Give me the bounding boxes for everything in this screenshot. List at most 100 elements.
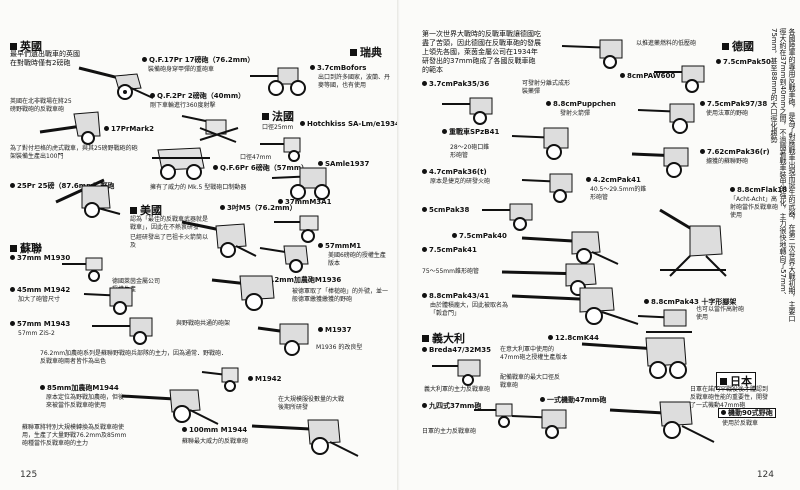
gun-illustration-m100 (250, 412, 360, 458)
italy-note: 在意大利軍中使用的47mm砲之授權生產版本 (500, 346, 568, 361)
label-m1942b: M1942 (248, 375, 281, 383)
gun-illustration-m3a1 (272, 210, 332, 244)
gun-illustration-qf6 (150, 140, 214, 182)
label-pak97: 7.5cmPak97/38 (700, 100, 767, 108)
ussr-end-note: 蘇聯軍將特別大規模轉換為反戰車砲使用，生產了大量野戰76.2mm及85mm砲種當… (22, 424, 127, 447)
note-m1942: 加大了砲管尺寸 (18, 296, 61, 303)
label-m1930: 37mm M1930 (10, 254, 70, 262)
side-text: 各國陸軍的專用反戰車砲，是為了對應戰車出現而誕生的武器，在第二次世界大戰初期，主… (770, 28, 796, 322)
label-25pr: 25Pr 25磅（87.6mm）野砲 (10, 182, 114, 190)
note-pak43b: 也可以當作高射砲使用 (696, 306, 745, 321)
gun-illustration-hotchkiss (258, 132, 314, 162)
note-samle: 口徑47mm (240, 154, 272, 161)
gun-illustration-mk2 (38, 106, 108, 146)
note-bofors: 出口到許多國家，波蘭、丹麥等國，也有使用 (318, 74, 391, 89)
section-header-usa: 美國 (130, 202, 162, 218)
gun-illustration-pak38 (480, 198, 544, 232)
gun-illustration-qf2 (180, 108, 240, 144)
label-pak38: 5cmPak38 (422, 206, 469, 214)
page-number-right: 124 (756, 470, 774, 480)
label-type1: 一式機動47mm砲 (540, 396, 606, 404)
section-header-italy: 義大利 (422, 330, 465, 346)
gun-illustration-pak50 (652, 60, 716, 94)
note-m100: 蘇聯最大威力的反戰車砲 (182, 438, 249, 445)
note-m1936: 被德軍取了「棒槌砲」的外號，並一般德軍繳獲繳獲的野砲 (292, 288, 389, 303)
label-m100: 100mm M1944 (182, 426, 247, 434)
left-page: 英國 最早們遺出戰車的英國在對戰時僅有2磅砲 Q.F.17Pr 17磅砲（76.… (10, 38, 400, 480)
section-header-germany: 德國 (722, 38, 754, 54)
label-mk2: 17PrMark2 (104, 125, 154, 133)
note-hotchkiss: 口徑25mm (262, 124, 294, 131)
label-qf2: Q.F.2Pr 2磅砲（40mm） (150, 92, 245, 100)
note-mk2-a: 英國在北非戰場在將25磅野戰砲的反戰車砲 (10, 98, 72, 113)
gun-illustration-m1 (258, 238, 318, 274)
label-m1944: 85mm加農砲M1944 (40, 384, 119, 392)
note-qf6: 擁有了威力的 Mk.5 型戰砲口制動器 (150, 184, 247, 191)
note-k44: 配備戰車的最大口徑反戰車砲 (500, 374, 561, 389)
label-m3a1: 37mmM3A1 (278, 198, 331, 206)
gun-illustration-spzb41 (510, 120, 580, 164)
note-pak36r: 擄獲的蘇聯野砲 (706, 158, 749, 165)
note-pak41b: 75～55mm錐形砲管 (422, 268, 479, 275)
gun-illustration-type1 (510, 404, 580, 440)
gun-illustration-25pr (52, 172, 122, 218)
label-pak43: 8.8cmPak43/41 (422, 292, 489, 300)
note-spzb41: 28～20砲口錐形砲管 (450, 144, 490, 159)
label-qf6: Q.F.6Pr 6磅砲（57mm） (213, 164, 308, 172)
germany-intro: 第一次世界大戰時的反戰車戰讓德國吃盡了苦頭，因此德國在反戰車砲的發展上領先各國，… (422, 30, 541, 74)
note-m1937: M1936 的改良型 (316, 344, 363, 351)
note-puppchen: 發射火箭彈 (560, 110, 591, 117)
section-header-sweden: 瑞典 (350, 44, 382, 60)
gun-illustration-flak18 (650, 190, 730, 280)
ww2-late-note: 在大規模服役數量的大戰後期所研發 (278, 396, 345, 411)
label-m1943: 57mm M1943 (10, 320, 70, 328)
label-puppchen: 8.8cmPuppchen (546, 100, 616, 108)
note-m1: 美國6磅砲的授權生產版本 (328, 252, 386, 267)
gun-illustration-m1943 (90, 312, 164, 346)
gun-illustration-m1944 (120, 380, 220, 426)
label-breda: Breda47/32M35 (422, 346, 491, 354)
note-m3a1: 已經研發出了巴祖卡火箭筒以及 (130, 234, 209, 249)
note-qf17: 裝備砲身穿甲彈的重砲車 (148, 66, 215, 73)
right-page: 第一次世界大戰時的反戰車戰讓德國吃盡了苦頭，因此德國在反戰車砲的發展上領先各國，… (400, 0, 800, 490)
page-number-left: 125 (20, 470, 38, 480)
label-pak41b: 7.5cmPak41 (422, 246, 477, 254)
gun-illustration-pak43 (510, 282, 640, 326)
gun-illustration-k44 (580, 330, 710, 380)
label-flak18: 8.8cmFlak18 (730, 186, 787, 194)
label-pak41: 4.2cmPak41 (586, 176, 641, 184)
gun-illustration-pak40 (520, 224, 620, 266)
label-hotchkiss: Hotchkiss SA-Lm/e1934 (300, 120, 400, 128)
gun-illustration-pak43b (636, 306, 696, 336)
section-header-uk: 英國 (10, 38, 42, 54)
label-pak36t: 4.7cmPak36(t) (422, 168, 487, 176)
note-paw600: 以推進藥燃料的低壓砲 (636, 40, 697, 47)
note-qf2: 剛下車輪進行360度射擊 (150, 102, 216, 109)
gun-illustration-qf17 (75, 58, 155, 100)
label-samle: SAmle1937 (318, 160, 369, 168)
label-paw600: 8cmPAW600 (620, 72, 675, 80)
note-flak18: 「Acht-Acht」高射砲當作反戰車砲使用 (730, 196, 779, 219)
note-usa-intro: 認為「最佳的反戰車武器就是戰車」，因此在不熱衷研發 (130, 216, 209, 231)
gun-illustration-m1936 (210, 266, 284, 314)
label-pak35: 3.7cmPak35/36 (422, 80, 489, 88)
label-pak50: 7.5cmPak50 (716, 58, 771, 66)
gun-illustration-bofors (248, 60, 310, 98)
note-m1943: 57mm ZiS-2 (18, 330, 55, 337)
label-type94: 九四式37mm砲 (422, 402, 481, 410)
gun-illustration-m1942 (82, 282, 142, 316)
gun-illustration-pak35 (440, 92, 504, 126)
note-breda: 義大利軍的主力反戰車砲 (424, 386, 491, 393)
japan-note2: 日軍的主力反戰車砲 (422, 428, 477, 435)
gun-illustration-m1937 (256, 316, 320, 356)
gun-illustration-breda (430, 356, 490, 386)
label-qf17: Q.F.17Pr 17磅砲（76.2mm） (142, 56, 254, 64)
gun-illustration-samle (270, 162, 334, 202)
label-k44: 12.8cmK44 (548, 334, 599, 342)
label-m1937: M1937 (318, 326, 351, 334)
label-pak40: 7.5cmPak40 (452, 232, 507, 240)
label-type90: 機動90式野砲 (718, 408, 776, 418)
label-pak36r: 7.62cmPak36(r) (700, 148, 770, 156)
gun-illustration-pak41 (520, 168, 584, 204)
note-mk2-b: 為了對付坦格的虎式戰車，與其25磅野戰砲的砲架裝備生產出100門 (10, 145, 138, 160)
